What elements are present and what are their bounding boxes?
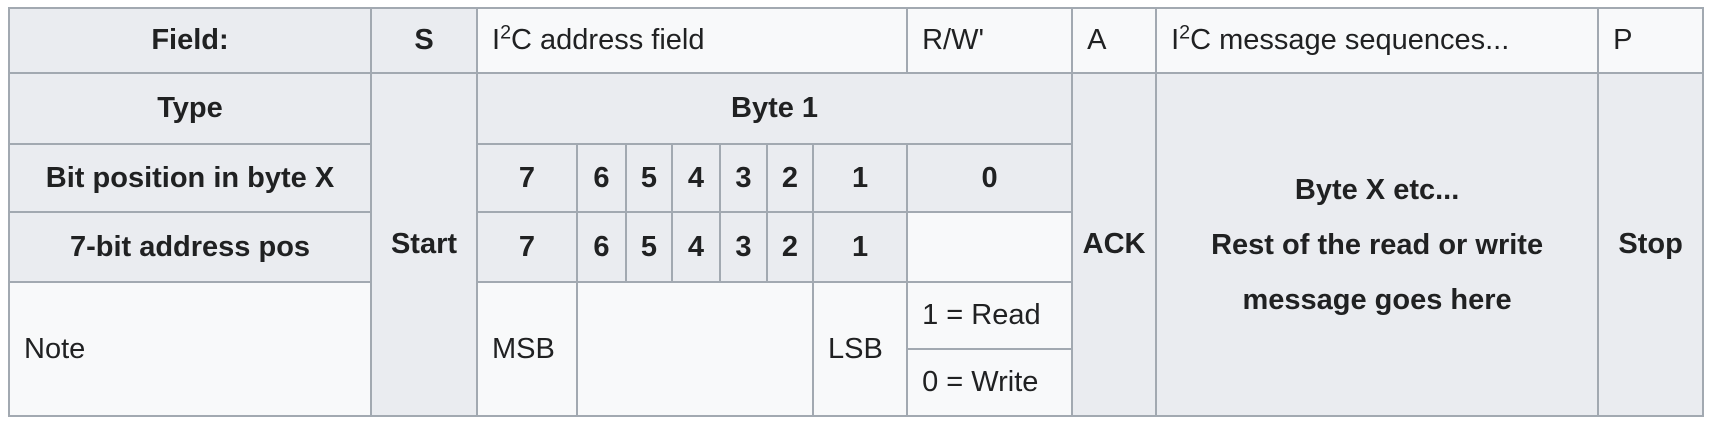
bit-position-label-cell: Bit position in byte X <box>8 143 372 213</box>
ack-bit-cell: A <box>1071 7 1158 74</box>
addrpos-6-cell: 6 <box>576 211 627 283</box>
bitpos-5-cell: 5 <box>625 143 673 213</box>
addrpos-3-cell: 3 <box>719 211 768 283</box>
message-sequences-superscript: 2 <box>1179 21 1191 44</box>
bitpos-3-cell: 3 <box>719 143 768 213</box>
start-cell: Start <box>370 72 478 417</box>
read-cell: 1 = Read <box>906 281 1074 350</box>
bitpos-6-cell: 6 <box>576 143 627 213</box>
i2c-address-prefix: I <box>492 24 501 56</box>
field-row: Field: S I2C address field R/W' A I2C me… <box>8 7 1705 74</box>
note-row: Note MSB LSB 1 = Read <box>8 281 1703 417</box>
addrpos-5-cell: 5 <box>625 211 673 283</box>
type-row: Type Start Byte 1 ACK Byte X etc... Rest… <box>8 72 1705 417</box>
byte-x-line-3: message goes here <box>1242 283 1512 316</box>
addrpos-empty-cell <box>906 211 1074 283</box>
start-bit-cell: S <box>370 7 478 74</box>
bitpos-0-cell: 0 <box>906 143 1074 213</box>
byte-x-line-2: Rest of the read or write <box>1211 228 1544 261</box>
bitpos-7-cell: 7 <box>476 143 578 213</box>
stop-bit-cell: P <box>1597 7 1705 74</box>
note-middle-empty-cell <box>576 281 814 417</box>
message-sequences-rest: C message sequences... <box>1190 24 1510 56</box>
rw-cell: R/W' <box>906 7 1074 74</box>
field-label-cell: Field: <box>8 7 372 74</box>
byte1-cell: Byte 1 <box>475 72 1074 145</box>
bit-position-row: Bit position in byte X 7 6 5 4 3 2 1 0 <box>8 143 1703 213</box>
addrpos-7-cell: 7 <box>476 211 578 283</box>
i2c-address-field-cell: I2C address field <box>475 7 909 74</box>
bitpos-1-cell: 1 <box>811 143 909 213</box>
addrpos-2-cell: 2 <box>766 211 814 283</box>
bitpos-2-cell: 2 <box>766 143 814 213</box>
note-label-cell: Note <box>8 281 372 417</box>
message-sequences-prefix: I <box>1171 24 1180 56</box>
i2c-address-superscript: 2 <box>500 21 512 44</box>
bitpos-4-cell: 4 <box>671 143 721 213</box>
lsb-cell: LSB <box>811 281 909 417</box>
type-label-cell: Type <box>8 72 372 145</box>
addrpos-1-cell: 1 <box>811 211 909 283</box>
address-pos-row: 7-bit address pos 7 6 5 4 3 2 1 <box>8 211 1703 283</box>
byte-x-message-cell: Byte X etc... Rest of the read or write … <box>1155 72 1600 417</box>
message-sequences-cell: I2C message sequences... <box>1155 7 1600 74</box>
write-row: 0 = Write <box>9 348 1703 417</box>
addrpos-4-cell: 4 <box>671 211 721 283</box>
i2c-address-rest: C address field <box>511 24 705 56</box>
ack-cell: ACK <box>1071 72 1158 417</box>
msb-cell: MSB <box>476 281 578 417</box>
byte-x-line-1: Byte X etc... <box>1294 173 1460 206</box>
stop-cell: Stop <box>1597 72 1705 417</box>
address-pos-label-cell: 7-bit address pos <box>8 211 372 283</box>
write-cell: 0 = Write <box>906 348 1074 417</box>
i2c-frame-table: Field: S I2C address field R/W' A I2C me… <box>8 7 1705 417</box>
